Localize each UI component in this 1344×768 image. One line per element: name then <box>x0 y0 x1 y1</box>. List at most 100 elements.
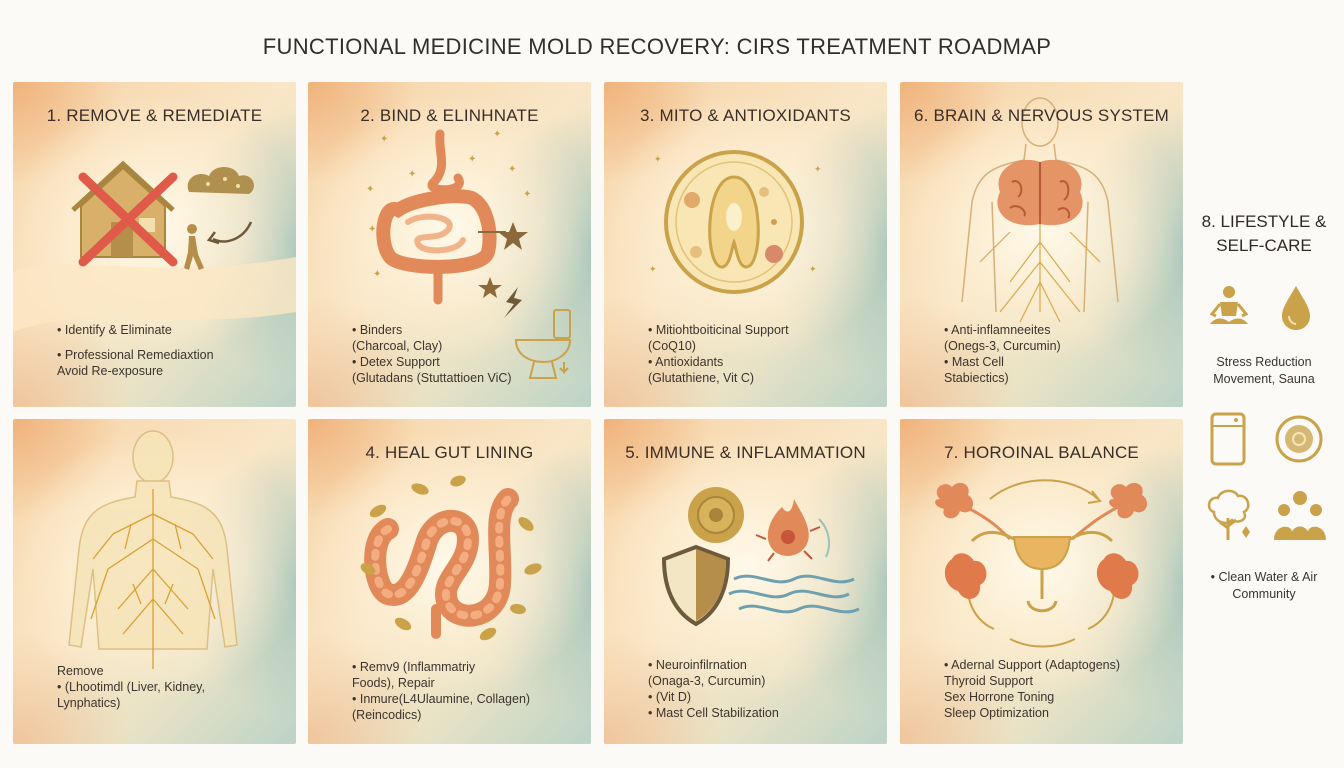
detox-body-illustration <box>68 430 238 669</box>
svg-text:✦: ✦ <box>649 264 657 274</box>
bullet-line: • Antioxidants <box>648 355 724 369</box>
panel-title: 3. MITO & ANTIOXIDANTS <box>640 106 851 125</box>
bullet-line: (Onegs-3, Curcumin) <box>944 339 1061 353</box>
waves-icon <box>728 518 860 614</box>
bullet-line: • Identify & Eliminate <box>57 323 172 337</box>
lifestyle-text-line: Movement, Sauna <box>1213 372 1315 386</box>
bullet-line: • Anti-inflamneeites <box>944 323 1051 337</box>
panel-brain-nervous-system: 6. BRAIN & NERVOUS SYSTEM • Anti-inflamn… <box>900 82 1183 407</box>
panel-immune-inflammation: 5. IMMUNE & INFLAMMATION • Neuroinfilrna… <box>604 419 887 744</box>
thyroid-icon <box>935 482 1148 541</box>
mitochondria-icon <box>708 175 760 269</box>
mito-antioxidants-illustration: ✦ ✦ ✦ ✦ <box>649 150 822 294</box>
bullet-line: Lynphatics) <box>57 696 121 710</box>
bullet-line: • Mitiohtboiticinal Support <box>648 323 789 337</box>
panel-hormonal-balance: 7. HOROINAL BALANCE • Adernal Support (A… <box>900 419 1183 744</box>
panel-bullets: • Adernal Support (Adaptogens) Thyroid S… <box>944 657 1174 721</box>
panel-bullets: Remove • (Lhootimdl (Liver, Kidney, Lynp… <box>57 663 287 711</box>
bullet-line: (CoQ10) <box>648 339 696 353</box>
bullet-line: Foods), Repair <box>352 676 435 690</box>
digestive-tract-icon <box>376 129 497 305</box>
panel-title: 2. BIND & ELINHNATE <box>360 106 539 125</box>
bullet-line: • Binders <box>352 323 403 337</box>
bullet-line: Sex Horrone Toning <box>944 690 1055 704</box>
walking-person-icon <box>184 224 204 270</box>
bullet-line: • Remv9 (Inflammatriy <box>352 660 476 674</box>
svg-text:✦: ✦ <box>368 224 376 235</box>
bullet-line: • Neuroinfilrnation <box>648 658 747 672</box>
uterus-icon <box>970 531 1114 613</box>
page-title: FUNCTIONAL MEDICINE MOLD RECOVERY: CIRS … <box>262 34 1052 59</box>
svg-text:✦: ✦ <box>493 129 501 140</box>
house-crossed-icon <box>71 160 178 267</box>
svg-text:✦: ✦ <box>523 189 531 200</box>
svg-text:✦: ✦ <box>809 264 817 274</box>
community-icon <box>1274 491 1326 540</box>
inflammation-flame-icon <box>755 499 821 562</box>
lymphatics-icon <box>90 489 216 669</box>
panel-title: 4. HEAL GUT LINING <box>365 443 534 462</box>
bullet-line: Thyroid Support <box>944 674 1033 688</box>
brain-nervous-illustration <box>961 97 1119 323</box>
panel-mito-antioxidants: ✦ ✦ ✦ ✦ 3. MITO & ANTIOXIDANTS • Mitiohtboi… <box>604 82 887 407</box>
bullet-line: Sleep Optimization <box>944 706 1049 720</box>
bullet-line: (Onaga-3, Curcumin) <box>648 674 766 688</box>
svg-text:✦: ✦ <box>380 134 388 145</box>
panel-bullets: • Binders (Charcoal, Clay) • Detex Suppo… <box>352 322 582 386</box>
svg-text:✦: ✦ <box>408 169 416 180</box>
lifestyle-text-1: Stress Reduction Movement, Sauna <box>1196 354 1332 388</box>
lifestyle-section: 8. LIFESTYLE & SELF-CARE <box>1196 210 1332 258</box>
bullet-line: • Inmure(L4Ulaumine, Collagen) <box>352 692 531 706</box>
lifestyle-title-line1: 8. LIFESTYLE & <box>1201 212 1327 231</box>
bullet-line: (Charcoal, Clay) <box>352 339 443 353</box>
panel-bullets: • Identify & Eliminate • Professional Re… <box>57 322 287 379</box>
svg-text:✦: ✦ <box>508 164 516 175</box>
gut-lining-illustration <box>360 475 542 641</box>
svg-text:✦: ✦ <box>468 154 476 165</box>
nature-tree-icon <box>1207 489 1250 540</box>
bullet-line: • Adernal Support (Adaptogens) <box>944 658 1121 672</box>
bind-eliminate-illustration: ✦ ✦ ✦ ✦ ✦ ✦ ✦ ✦ ✦ <box>366 129 572 379</box>
immune-inflammation-illustration <box>661 487 860 627</box>
bullet-line: (Glutadans (Stuttattioen ViC) <box>352 371 512 385</box>
leaf-icon <box>360 475 542 641</box>
adrenal-icon <box>944 553 1139 599</box>
lifestyle-text-line: Stress Reduction <box>1216 355 1312 369</box>
panel-title: 6. BRAIN & NERVOUS SYSTEM <box>913 106 1170 125</box>
bullet-line: Stabiectics) <box>944 371 1009 385</box>
panel-remove-remediate: 1. REMOVE & REMEDIATE • Identify & Elimi… <box>13 82 296 407</box>
immune-cell-icon <box>688 487 744 543</box>
panel-detox-organs: Remove • (Lhootimdl (Liver, Kidney, Lynp… <box>13 419 296 744</box>
lifestyle-title-line2: SELF-CARE <box>1216 236 1312 255</box>
panel-bullets: • Neuroinfilrnation (Onaga-3, Curcumin) … <box>648 657 878 721</box>
bullet-line: • (Vit D) <box>648 690 692 704</box>
panel-title: 1. REMOVE & REMEDIATE <box>46 106 263 125</box>
svg-text:✦: ✦ <box>814 164 822 174</box>
air-purifier-icon <box>1210 412 1246 466</box>
mold-cloud-icon <box>187 167 254 194</box>
lightning-icon <box>504 287 522 318</box>
bullet-line: Avoid Re-exposure <box>57 364 164 378</box>
arrow-icon <box>212 221 253 243</box>
panel-bind-eliminate: ✦ ✦ ✦ ✦ ✦ ✦ ✦ ✦ ✦ 2. BIND & ELINHNATE • Binder… <box>308 82 591 407</box>
svg-text:✦: ✦ <box>654 154 662 164</box>
nerves-icon <box>979 224 1101 323</box>
svg-text:✦: ✦ <box>366 184 374 195</box>
panel-bullets: • Remv9 (Inflammatriy Foods), Repair • I… <box>352 659 582 723</box>
panel-bullets: • Mitiohtboiticinal Support (CoQ10) • An… <box>648 322 878 386</box>
bullet-line: Remove <box>57 664 104 678</box>
svg-text:✦: ✦ <box>373 269 381 280</box>
brain-icon <box>997 159 1083 226</box>
star-icon <box>478 222 528 298</box>
shield-icon <box>661 544 731 627</box>
intestine-icon <box>364 488 519 639</box>
lifestyle-text-line: • Clean Water & Air <box>1210 570 1318 584</box>
bullet-line: • Professional Remediaxtion <box>57 348 214 362</box>
human-body-icon <box>961 97 1119 313</box>
meditation-icon <box>1209 286 1249 324</box>
panel-title: 5. IMMUNE & INFLAMMATION <box>625 443 866 462</box>
bullet-line: • Mast Cell Stabilization <box>648 706 779 720</box>
panel-bullets: • Anti-inflamneeites (Onegs-3, Curcumin)… <box>944 322 1174 386</box>
panel-title: 7. HOROINAL BALANCE <box>944 443 1139 462</box>
lifestyle-text-line: Community <box>1232 587 1296 601</box>
